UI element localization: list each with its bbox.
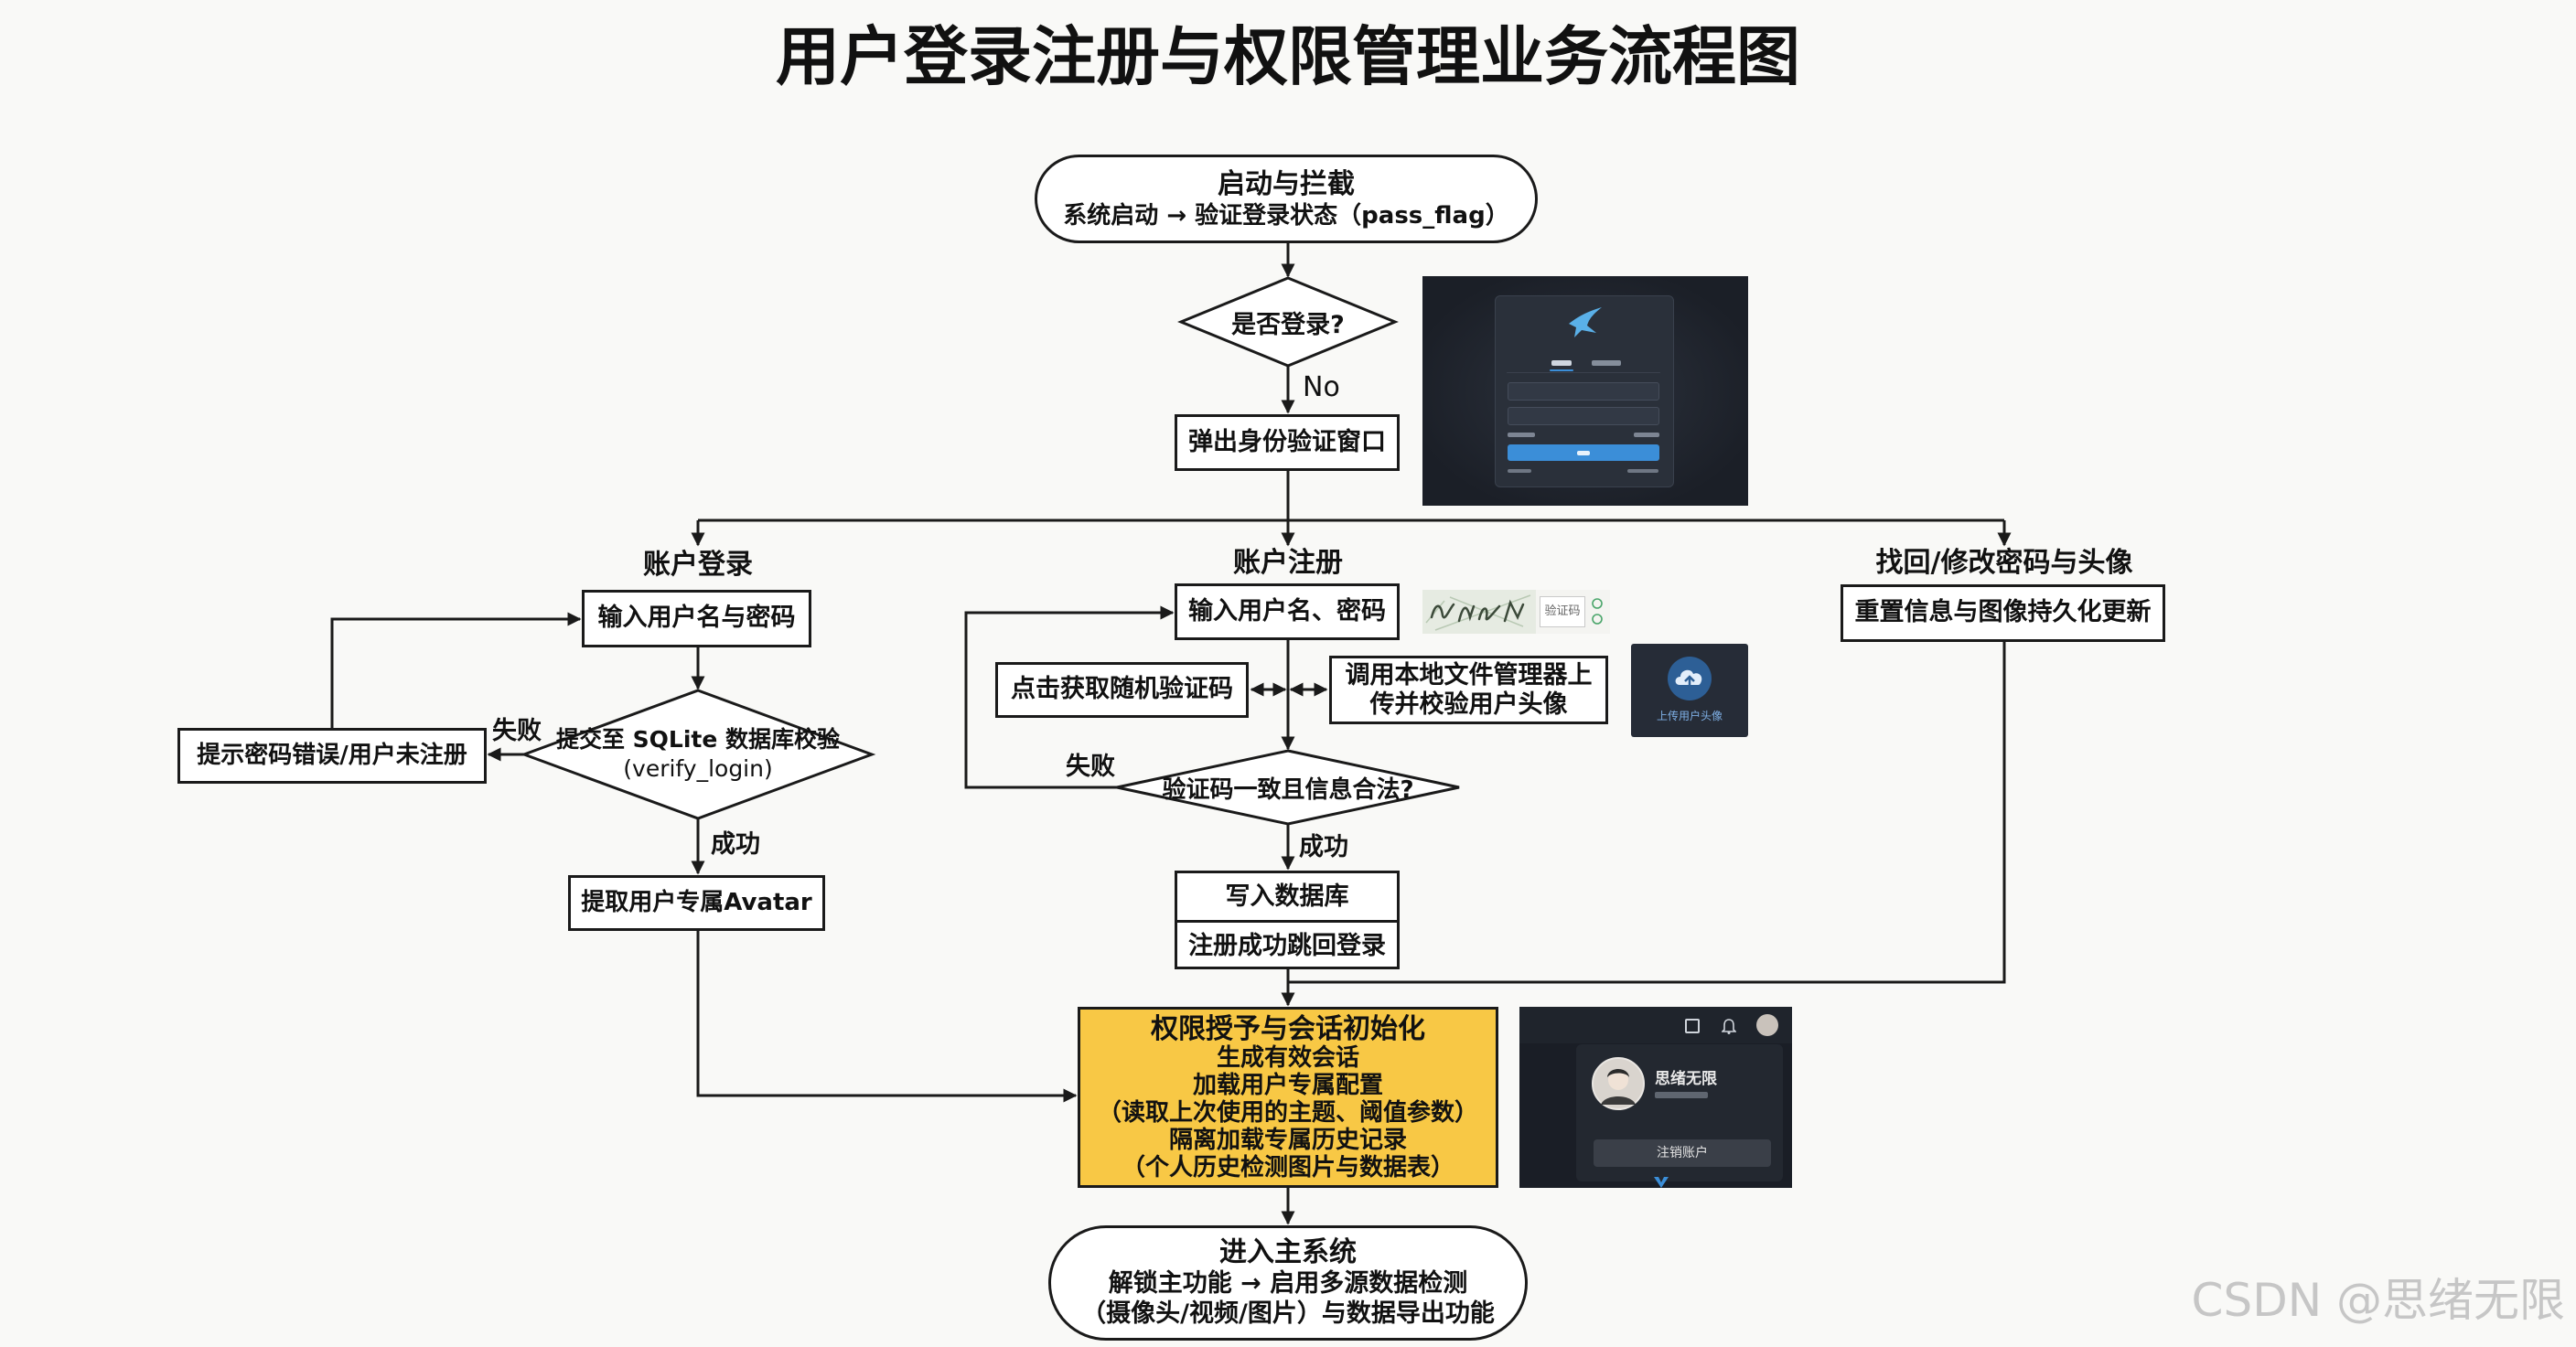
- arrow-login-fail-loop: [330, 612, 582, 728]
- login-footer-link-left: [1508, 469, 1531, 473]
- captcha-image: [1422, 590, 1536, 634]
- session-line-5: （个人历史检测图片与数据表）: [1121, 1153, 1454, 1181]
- no-label: No: [1303, 371, 1340, 403]
- verify-login-line1: 提交至 SQLite 数据库校验: [555, 726, 841, 753]
- session-line-3: （读取上次使用的主题、阈值参数）: [1097, 1098, 1478, 1127]
- decision-login-status-text: 是否登录?: [1231, 310, 1345, 339]
- register-input-box: 输入用户名、密码: [1175, 583, 1400, 640]
- upload-avatar-screenshot: 上传用户头像: [1631, 644, 1748, 737]
- session-init-box: 权限授予与会话初始化 生成有效会话 加载用户专属配置 （读取上次使用的主题、阈值…: [1078, 1007, 1498, 1188]
- login-submit-label: [1577, 451, 1590, 455]
- session-line-2: 加载用户专属配置: [1192, 1071, 1383, 1099]
- login-tab-underline: [1550, 369, 1573, 371]
- profile-subtitle-bar: [1655, 1092, 1708, 1098]
- decision-diamond-login-status: [1177, 276, 1399, 368]
- register-fail-label: 失败: [1066, 753, 1115, 781]
- login-fail-box: 提示密码错误/用户未注册: [177, 728, 487, 784]
- diagram-title: 用户登录注册与权限管理业务流程图: [776, 19, 1800, 94]
- branch-label-login: 账户登录: [643, 549, 753, 581]
- logout-button: 注销账户: [1594, 1139, 1771, 1167]
- cloud-upload-icon: [1668, 657, 1712, 700]
- captcha-input: 验证码: [1540, 596, 1585, 627]
- login-password-field: [1508, 407, 1659, 425]
- write-db-row: 写入数据库: [1225, 882, 1349, 911]
- upload-avatar-line1: 调用本地文件管理器上: [1345, 660, 1593, 690]
- book-icon: [1685, 1019, 1700, 1033]
- popup-auth-window-box: 弹出身份验证窗口: [1175, 414, 1400, 471]
- profile-top-bar: [1519, 1007, 1792, 1043]
- login-tab-active: [1551, 360, 1572, 366]
- back-to-login-row: 注册成功跳回登录: [1177, 920, 1397, 969]
- fetch-avatar-box: 提取用户专属Avatar: [568, 875, 825, 931]
- arrow-avatar-to-session: [696, 931, 1078, 1103]
- start-node: 启动与拦截 系统启动 → 验证登录状态（pass_flag）: [1035, 155, 1538, 243]
- register-success-label: 成功: [1299, 833, 1348, 861]
- arrow-register-fail-loop: [964, 605, 1175, 789]
- end-node-title: 进入主系统: [1219, 1236, 1357, 1268]
- session-title: 权限授予与会话初始化: [1151, 1012, 1425, 1045]
- login-input-box: 输入用户名与密码: [582, 590, 811, 647]
- watermark: CSDN @思绪无限: [2191, 1274, 2565, 1327]
- start-node-title: 启动与拦截: [1218, 167, 1355, 200]
- verify-login-decision-text: 提交至 SQLite 数据库校验 (verify_login): [524, 690, 872, 818]
- bell-icon: [1722, 1019, 1736, 1034]
- upload-avatar-box: 调用本地文件管理器上 传并校验用户头像: [1329, 656, 1608, 724]
- register-check-decision-text: 验证码一致且信息合法?: [1162, 775, 1414, 804]
- end-node-line1: 解锁主功能 → 启用多源数据检测: [1108, 1269, 1468, 1298]
- decision-diamond-register-check: [1116, 749, 1460, 826]
- end-node-line2: （摄像头/视频/图片）与数据导出功能: [1081, 1299, 1495, 1328]
- avatar-icon: [1592, 1057, 1645, 1110]
- end-node: 进入主系统 解锁主功能 → 启用多源数据检测 （摄像头/视频/图片）与数据导出功…: [1048, 1225, 1528, 1341]
- profile-name: 思绪无限: [1655, 1070, 1717, 1088]
- upload-avatar-line2: 传并校验用户头像: [1369, 690, 1568, 719]
- session-line-4: 隔离加载专属历史记录: [1168, 1126, 1407, 1154]
- login-footer-link-right: [1627, 469, 1658, 473]
- refresh-icon: [1592, 598, 1603, 625]
- captcha-screenshot: 验证码: [1422, 590, 1610, 634]
- login-window-screenshot: [1422, 276, 1748, 506]
- profile-panel-screenshot: 思绪无限 注销账户: [1519, 1007, 1792, 1188]
- login-tab-register: [1592, 360, 1621, 366]
- login-tab-divider: [1507, 372, 1660, 373]
- bird-logo-icon: [1569, 307, 1602, 337]
- login-forgot-row: [1634, 433, 1659, 437]
- login-username-field: [1508, 382, 1659, 401]
- top-avatar-icon: [1756, 1014, 1778, 1036]
- session-line-1: 生成有效会话: [1216, 1043, 1359, 1072]
- reset-info-box: 重置信息与图像持久化更新: [1841, 584, 2165, 642]
- upload-avatar-caption: 上传用户头像: [1656, 710, 1723, 722]
- start-node-desc: 系统启动 → 验证登录状态（pass_flag）: [1063, 201, 1509, 230]
- blue-logo-fragment: [1654, 1177, 1669, 1188]
- get-captcha-box: 点击获取随机验证码: [995, 662, 1249, 718]
- verify-login-line2: (verify_login): [623, 755, 773, 782]
- branch-label-reset: 找回/修改密码与头像: [1875, 547, 2133, 579]
- login-fail-label: 失败: [492, 717, 542, 745]
- decision-diamond-verify-login: [520, 689, 876, 820]
- register-result-box: 写入数据库 注册成功跳回登录: [1175, 871, 1400, 969]
- line-reset-to-session: [1288, 642, 2006, 984]
- branch-label-register: 账户注册: [1233, 547, 1343, 579]
- login-remember-row: [1508, 433, 1535, 437]
- login-success-label: 成功: [711, 830, 760, 859]
